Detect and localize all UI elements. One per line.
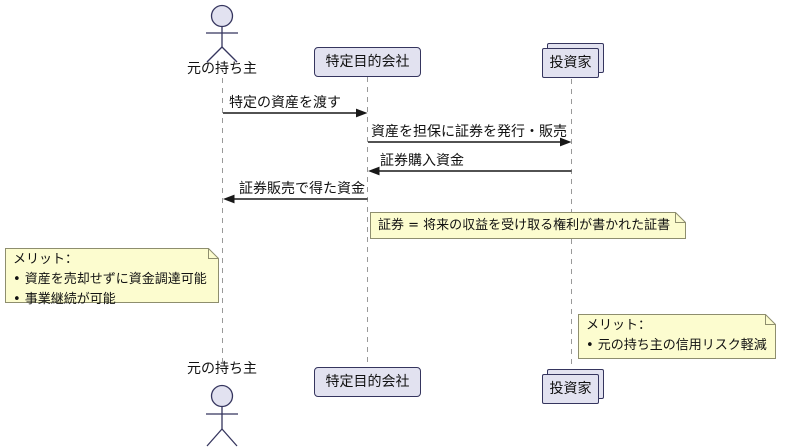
participant-spc-label: 特定目的会社 [325,374,410,390]
participant-investor-top: 投資家 [542,43,605,79]
note-shape [578,314,776,359]
actor-label-original-owner-top: 元の持ち主 [187,61,257,77]
note-line: • 元の持ち主の信用リスク軽減 [586,338,767,353]
message-3-label: 証券購入資金 [380,153,464,169]
message-arrow-2 [368,137,572,147]
participant-investor-label: 投資家 [549,381,592,397]
actor-figure-bottom [206,384,238,447]
note-securities-definition: 証券 = 将来の収益を受け取る権利が書かれた証書 [370,212,686,239]
actor-head [210,384,234,408]
participant-spc-label: 特定目的会社 [325,54,410,70]
message-arrow-4 [223,194,368,204]
message-4-label: 証券販売で得た資金 [239,181,365,197]
note-line: メリット： [13,252,79,267]
note-line: メリット： [586,318,652,333]
message-2-label: 資産を担保に証券を発行・販売 [371,124,567,140]
actor-head [210,4,234,28]
note-line: • 資産を売却せずに資金調達可能 [13,272,207,287]
participant-spc-top: 特定目的会社 [314,47,421,77]
note-line: 証券 = 将来の収益を受け取る権利が書かれた証書 [378,218,671,233]
collections-front-box: 投資家 [542,374,599,404]
participant-investor-bottom: 投資家 [542,369,605,405]
message-1-label: 特定の資産を渡す [229,95,341,111]
note-investor-merits: メリット： • 元の持ち主の信用リスク軽減 [578,314,776,359]
actor-figure-top [206,4,238,63]
participant-spc-bottom: 特定目的会社 [314,367,421,397]
actor-label-original-owner-bottom: 元の持ち主 [187,361,257,377]
note-shape [5,248,219,303]
participant-investor-label: 投資家 [549,55,592,71]
note-owner-merits: メリット： • 資産を売却せずに資金調達可能 • 事業継続が可能 [5,248,219,307]
message-arrow-1 [223,108,368,118]
message-arrow-3 [368,166,572,176]
note-shape [370,212,686,239]
message-arrows [223,108,572,204]
collections-front-box: 投資家 [542,48,599,78]
note-line: • 事業継続が可能 [13,292,116,307]
